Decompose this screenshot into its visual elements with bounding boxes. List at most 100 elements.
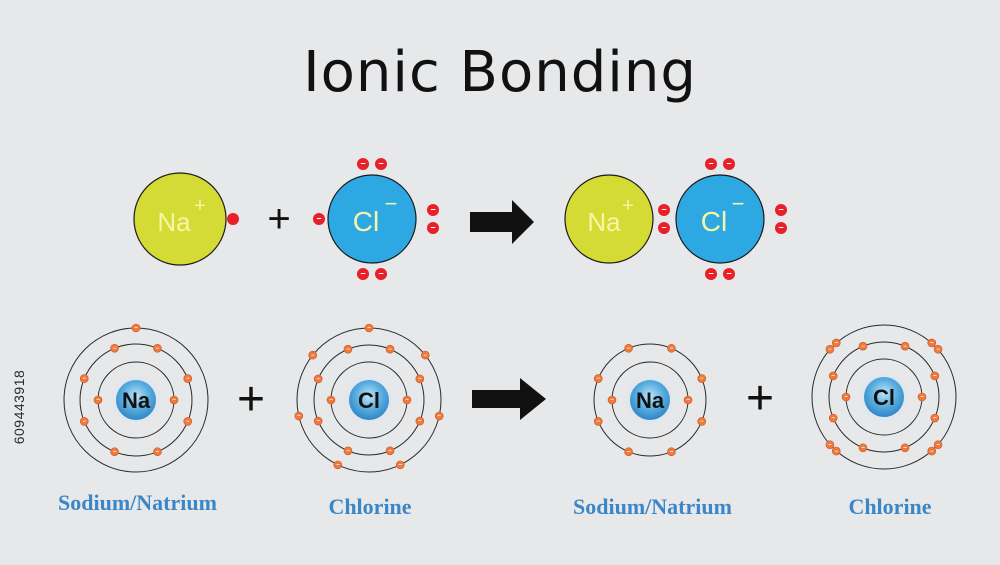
electron-sign: − xyxy=(113,449,117,455)
sodium-ion-symbol: Na xyxy=(587,207,621,237)
electron-sign: − xyxy=(316,419,320,425)
electron: − xyxy=(343,344,353,354)
electron: − xyxy=(828,413,838,423)
electron-sign: − xyxy=(726,159,731,169)
electron-sign: − xyxy=(700,419,704,425)
arrow-right-top xyxy=(470,200,534,244)
electron-sign: − xyxy=(316,377,320,383)
electron: − xyxy=(343,446,353,456)
sodium-ion-circle xyxy=(564,174,654,264)
electron-sign: − xyxy=(778,205,783,215)
chlorine-label-right: Chlorine xyxy=(848,494,932,519)
electron: − xyxy=(375,268,387,280)
electron-sign: − xyxy=(378,159,383,169)
sodium-ion-right: Na + xyxy=(564,174,654,264)
electron-sign: − xyxy=(903,344,907,350)
electron: − xyxy=(385,446,395,456)
electron-sign: − xyxy=(346,347,350,353)
electron-sign: − xyxy=(700,376,704,382)
electron: − xyxy=(326,395,336,405)
nucleus-symbol: Na xyxy=(636,388,665,413)
electron: − xyxy=(927,446,937,456)
electron-shell xyxy=(593,343,707,457)
electron-sign: − xyxy=(134,326,138,332)
electron-sign: − xyxy=(686,398,690,404)
electron-sign: − xyxy=(418,377,422,383)
electron: − xyxy=(841,392,851,402)
sodium-ion-left: Na + xyxy=(133,172,227,266)
sodium-ion-symbol: Na xyxy=(157,207,191,237)
electron: − xyxy=(607,395,617,405)
chlorine-ion-charge: − xyxy=(385,191,398,216)
electron: − xyxy=(705,268,717,280)
electron: − xyxy=(930,371,940,381)
electron: − xyxy=(357,158,369,170)
electron: − xyxy=(153,343,162,353)
electron-sign: − xyxy=(831,374,835,380)
electron: − xyxy=(131,323,141,333)
electron-sign: − xyxy=(424,353,428,359)
electron: − xyxy=(723,158,735,170)
electron-sign: − xyxy=(367,326,371,332)
chlorine-ion-circle xyxy=(675,174,765,264)
electron-sign: − xyxy=(430,205,435,215)
electron-sign: − xyxy=(627,449,631,455)
electron-shell xyxy=(828,341,940,453)
electron-sign: − xyxy=(430,223,435,233)
electron-shell xyxy=(811,324,957,470)
electron-shell xyxy=(313,344,425,456)
electron: − xyxy=(402,395,412,405)
electron-sign: − xyxy=(346,448,350,454)
electron: − xyxy=(93,395,103,405)
sodium-ion-charge: + xyxy=(622,195,634,217)
electron-sign: − xyxy=(610,398,614,404)
electron-sign: − xyxy=(83,376,87,382)
electron: − xyxy=(858,443,868,453)
electron-sign: − xyxy=(708,269,713,279)
electron-sign: − xyxy=(861,344,865,350)
electron: − xyxy=(705,158,717,170)
electron: − xyxy=(333,460,343,470)
electron: − xyxy=(624,447,633,457)
electron: − xyxy=(624,343,633,353)
electron-sign: − xyxy=(418,419,422,425)
electron: − xyxy=(900,443,910,453)
electron-sign: − xyxy=(930,449,934,455)
electron-sign: − xyxy=(329,398,333,404)
electron: − xyxy=(434,411,444,421)
sodium-ion-circle xyxy=(133,172,227,266)
electron: − xyxy=(933,344,943,354)
electron: − xyxy=(667,447,676,457)
electron: − xyxy=(415,374,425,384)
electron: − xyxy=(183,374,193,383)
electron: − xyxy=(900,341,910,351)
chlorine-ion-left-electrons: −−−−−−− xyxy=(313,158,439,280)
electron-shell xyxy=(79,343,193,457)
watermark-text: 609443918 xyxy=(11,369,27,445)
electron: − xyxy=(153,447,162,457)
electron-sign: − xyxy=(83,419,87,425)
electron-sign: − xyxy=(627,346,631,352)
electron-sign: − xyxy=(597,376,601,382)
electron: − xyxy=(593,374,603,383)
electron-sign: − xyxy=(186,419,190,425)
page-title: Ionic Bonding xyxy=(303,40,697,105)
electron-sign: − xyxy=(661,223,666,233)
electron: − xyxy=(775,222,787,234)
chlorine-ion-symbol: Cl xyxy=(701,206,727,237)
sodium-ion-shell-model: Na−−−−−−−−−− xyxy=(593,343,707,457)
electron-sign: − xyxy=(933,416,937,422)
electron-sign: − xyxy=(778,223,783,233)
electron-sign: − xyxy=(297,414,301,420)
electron: − xyxy=(313,374,323,384)
electron: − xyxy=(828,371,838,381)
electron-sign: − xyxy=(405,398,409,404)
electron-sign: − xyxy=(920,395,924,401)
electron xyxy=(227,213,239,225)
sodium-label-right: Sodium/Natrium xyxy=(573,494,732,519)
electron: − xyxy=(110,343,119,353)
electron: − xyxy=(933,440,943,450)
electron: − xyxy=(364,323,374,333)
electron-sign: − xyxy=(96,398,100,404)
